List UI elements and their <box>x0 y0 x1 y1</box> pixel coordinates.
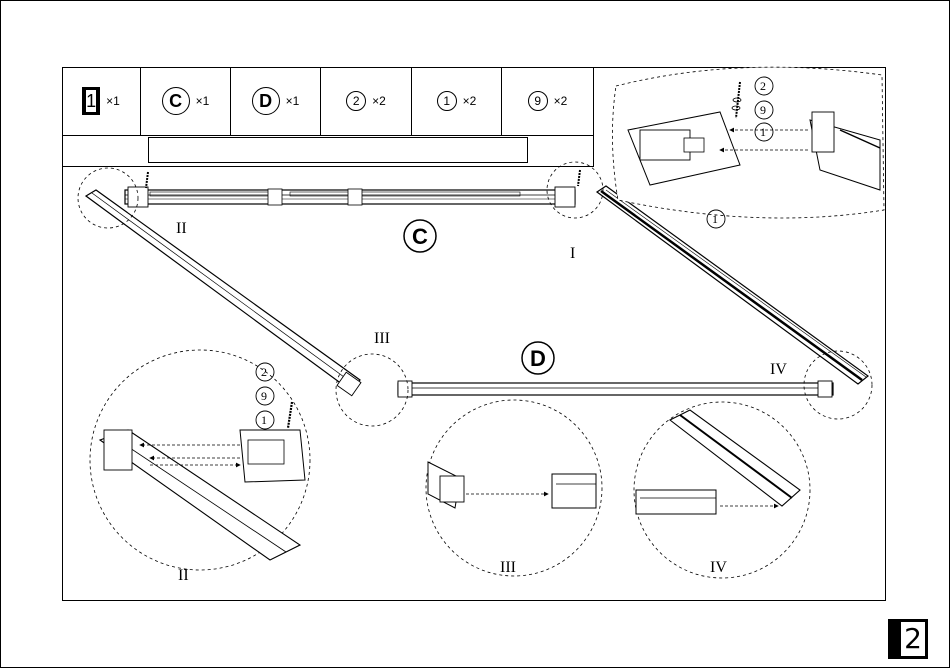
rail-d-label: D <box>530 346 546 371</box>
label-i-main: I <box>570 245 575 262</box>
label-iv-main: IV <box>770 361 787 378</box>
page-number: 2 <box>901 622 925 656</box>
detail-i-part-label: 1 <box>760 125 766 139</box>
detail-i-inset <box>612 67 884 218</box>
detail-i-part-label: 2 <box>760 79 766 93</box>
rail-c <box>125 187 575 207</box>
detail-ii-part-label: 9 <box>261 389 267 403</box>
detail-iv-inset <box>634 402 810 578</box>
rail-c-label: C <box>412 224 428 249</box>
detail-ii-part-label: 1 <box>261 413 267 427</box>
label-iv-detail: IV <box>710 559 727 576</box>
label-ii-main: II <box>176 220 187 237</box>
label-iii-main: III <box>374 330 390 347</box>
label-iii-detail: III <box>500 559 516 576</box>
detail-ii-part-label: 2 <box>261 365 267 379</box>
detail-i-bottom-label: 1 <box>712 212 718 226</box>
label-ii-detail: II <box>178 567 189 584</box>
page-number-box: 2 <box>888 619 928 659</box>
detail-i-part-label: 9 <box>760 103 766 117</box>
screw-icon <box>146 172 148 188</box>
rail-d <box>398 381 833 397</box>
detail-ii-inset <box>90 350 310 570</box>
detail-iii-inset <box>426 400 602 576</box>
screw-icon <box>578 170 580 186</box>
